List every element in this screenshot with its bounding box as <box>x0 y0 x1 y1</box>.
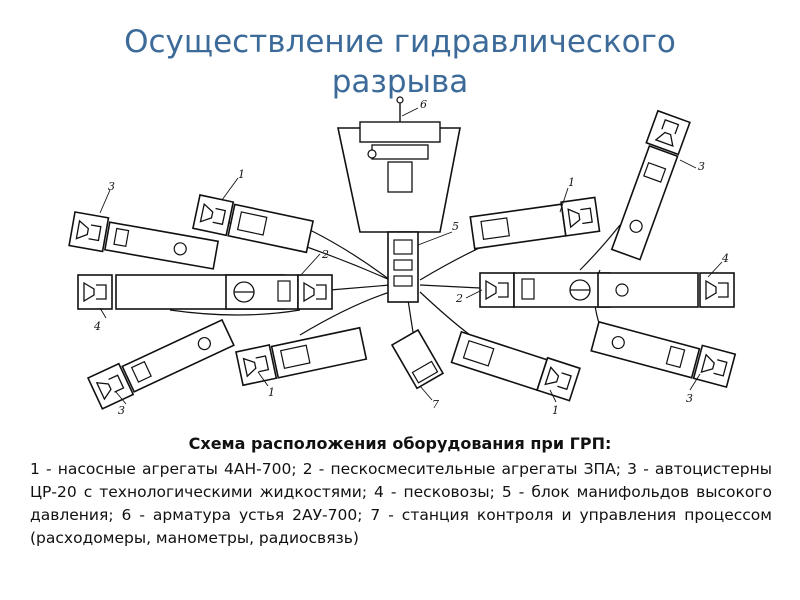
label-1: 1 <box>268 386 275 399</box>
label-7: 7 <box>432 398 439 411</box>
tank-truck-3-upper-left <box>68 211 220 270</box>
label-3: 3 <box>686 392 693 405</box>
manifold-block-5 <box>387 231 419 303</box>
slide-title-line-1: Осуществление гидравлического <box>124 24 676 60</box>
tank-truck-3-lower-right <box>590 320 737 388</box>
label-1: 1 <box>238 168 245 181</box>
diagram-labels: 3 1 2 4 5 6 7 3 1 1 3 2 4 1 3 <box>93 98 729 417</box>
blender-2-right <box>479 272 611 308</box>
slide-title-line-2: разрыва <box>331 64 469 100</box>
label-3: 3 <box>118 404 125 417</box>
label-leaders <box>99 107 723 405</box>
caption-text: 1 - насосные агрегаты 4АН-700; 2 - песко… <box>30 460 772 547</box>
control-station-7 <box>390 328 445 390</box>
label-1: 1 <box>568 176 575 189</box>
pump-unit-1-lower-right <box>450 330 581 402</box>
pump-unit-1-upper-right <box>469 196 601 250</box>
label-6: 6 <box>420 98 427 111</box>
label-5: 5 <box>452 220 459 233</box>
wellhead-6 <box>337 96 461 233</box>
label-3: 3 <box>108 180 115 193</box>
equipment-layout-diagram: 3 1 2 4 5 6 7 3 1 1 3 2 4 1 3 <box>68 96 737 417</box>
label-4: 4 <box>93 320 101 333</box>
blender-2-left <box>225 274 333 310</box>
caption-heading: Схема расположения оборудования при ГРП: <box>188 434 612 453</box>
label-1: 1 <box>552 404 559 417</box>
tank-truck-3-upper-right <box>610 110 691 261</box>
slide-title: Осуществление гидравлического разрыва <box>0 22 800 102</box>
pump-unit-1-lower-left <box>235 326 368 387</box>
sand-truck-4-right <box>597 272 735 308</box>
tank-truck-3-lower-left <box>87 318 235 410</box>
label-4: 4 <box>721 252 729 265</box>
label-3: 3 <box>698 160 705 173</box>
pump-unit-1-upper-left <box>192 194 314 254</box>
label-2: 2 <box>321 248 329 261</box>
label-2: 2 <box>455 292 463 305</box>
